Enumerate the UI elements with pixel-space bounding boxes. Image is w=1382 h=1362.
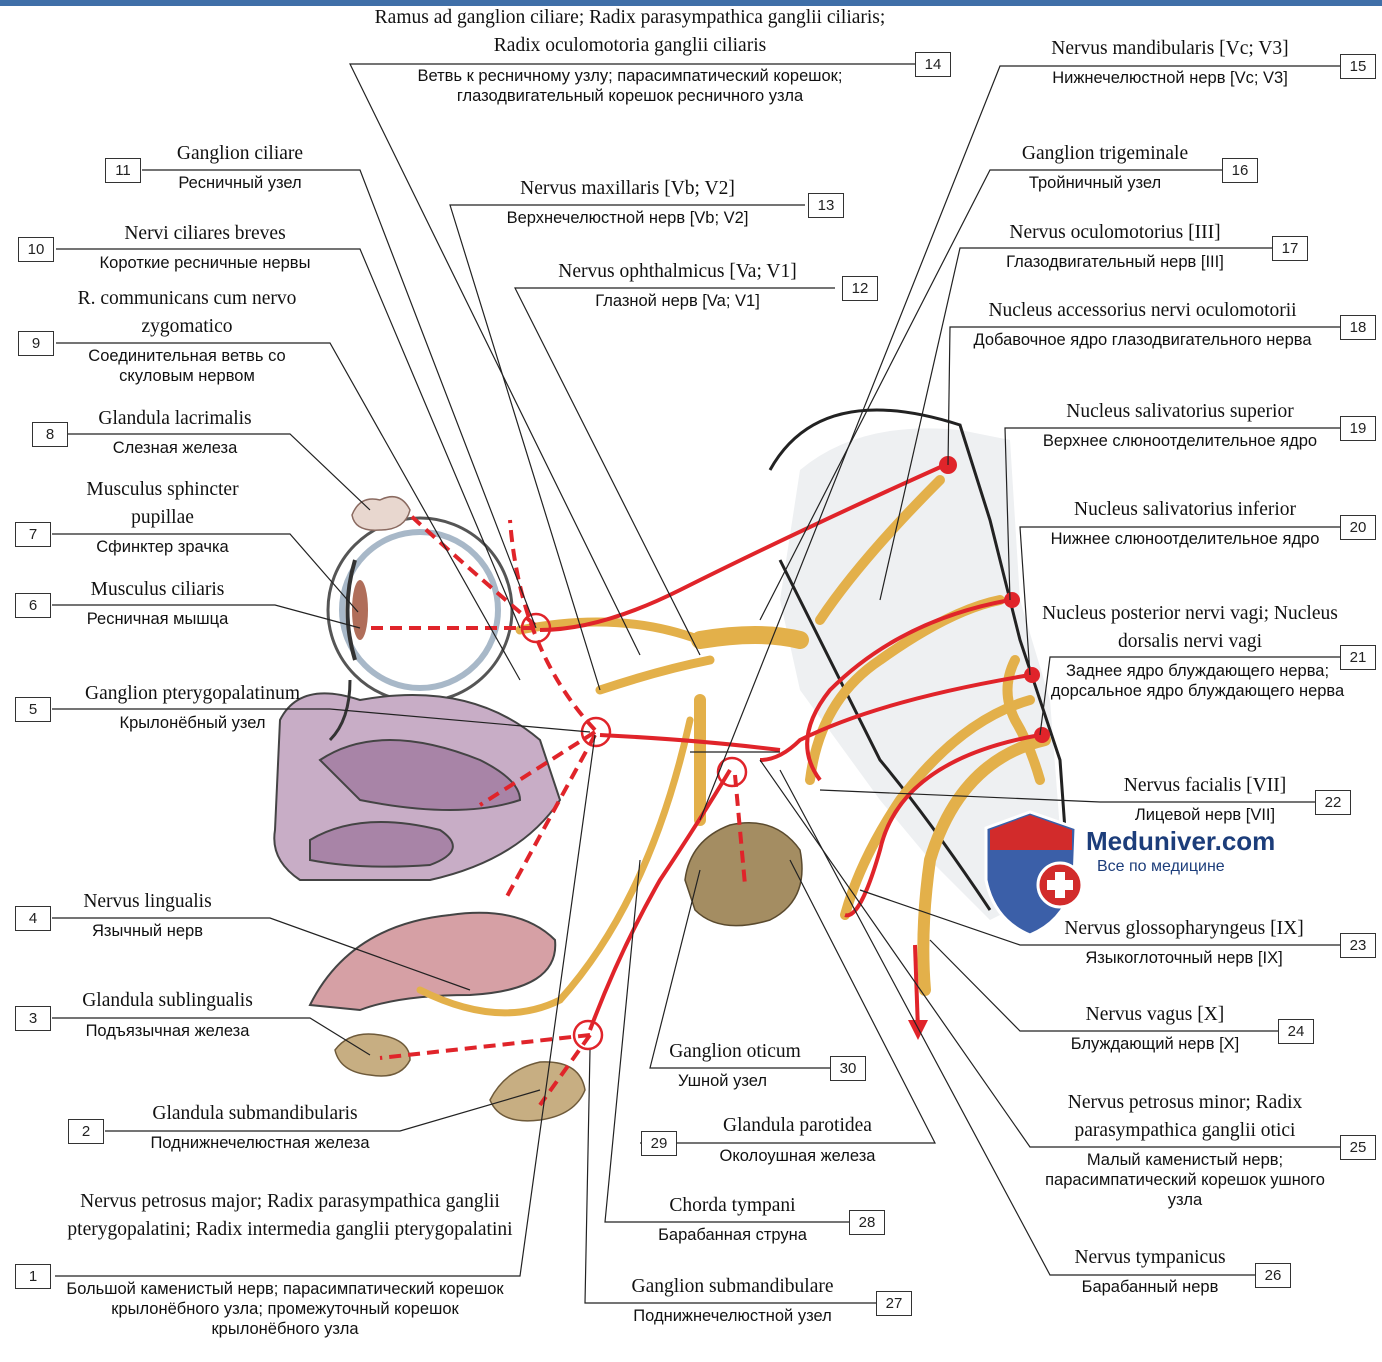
label-number-18: 18	[1340, 315, 1376, 340]
label-number-10: 10	[18, 237, 54, 262]
label-latin-6: Musculus ciliaris	[55, 576, 260, 604]
label-number-26: 26	[1255, 1263, 1291, 1288]
label-latin-20: Nucleus salivatorius inferior	[1030, 496, 1340, 524]
label-russian-16: Тройничный узел	[990, 173, 1200, 193]
label-number-29: 29	[641, 1131, 677, 1156]
label-number-17: 17	[1272, 236, 1308, 261]
label-russian-28: Барабанная струна	[620, 1225, 845, 1245]
label-latin-28: Chorda tympani	[620, 1192, 845, 1220]
label-latin-12: Nervus ophthalmicus [Va; V1]	[515, 258, 840, 286]
label-russian-25: Малый каменистый нерв; парасимпатический…	[1030, 1150, 1340, 1210]
label-latin-3: Glandula sublingualis	[55, 987, 280, 1015]
label-latin-18: Nucleus accessorius nervi oculomotorii	[945, 297, 1340, 325]
label-russian-3: Подъязычная железа	[55, 1021, 280, 1041]
label-latin-14: Ramus ad ganglion ciliare; Radix parasym…	[365, 4, 895, 60]
label-russian-29: Околоушная железа	[685, 1146, 910, 1166]
brand-name: Meduniver.com	[1086, 826, 1275, 857]
label-latin-27: Ganglion submandibulare	[595, 1273, 870, 1301]
label-russian-22: Лицевой нерв [VII]	[1095, 805, 1315, 825]
label-latin-2: Glandula submandibularis	[110, 1100, 400, 1128]
label-number-7: 7	[15, 522, 51, 547]
label-number-8: 8	[32, 422, 68, 447]
label-russian-19: Верхнее слюноотделительное ядро	[1020, 431, 1340, 451]
label-russian-8: Слезная железа	[75, 438, 275, 458]
label-latin-29: Glandula parotidea	[685, 1112, 910, 1140]
label-latin-11: Ganglion ciliare	[150, 140, 330, 168]
label-number-30: 30	[830, 1056, 866, 1081]
label-russian-13: Верхнечелюстной нерв [Vb; V2]	[450, 208, 805, 228]
label-russian-15: Нижнечелюстной нерв [Vc; V3]	[1000, 68, 1340, 88]
label-number-9: 9	[18, 331, 54, 356]
label-russian-2: Поднижнечелюстная железа	[110, 1133, 410, 1153]
label-latin-8: Glandula lacrimalis	[75, 405, 275, 433]
label-number-1: 1	[15, 1264, 51, 1289]
label-latin-13: Nervus maxillaris [Vb; V2]	[450, 175, 805, 203]
label-number-19: 19	[1340, 416, 1376, 441]
label-russian-4: Язычный нерв	[55, 921, 240, 941]
label-number-13: 13	[808, 193, 844, 218]
label-latin-21: Nucleus posterior nervi vagi; Nucleus do…	[1040, 600, 1340, 656]
label-number-28: 28	[849, 1210, 885, 1235]
label-russian-10: Короткие ресничные нервы	[60, 253, 350, 273]
label-number-16: 16	[1222, 158, 1258, 183]
label-latin-17: Nervus oculomotorius [III]	[960, 219, 1270, 247]
label-number-11: 11	[105, 158, 141, 183]
label-number-27: 27	[876, 1291, 912, 1316]
label-number-24: 24	[1278, 1019, 1314, 1044]
label-russian-9: Соединительная ветвь со скуловым нервом	[72, 346, 302, 386]
label-latin-19: Nucleus salivatorius superior	[1020, 398, 1340, 426]
label-latin-15: Nervus mandibularis [Vc; V3]	[1000, 35, 1340, 63]
label-russian-24: Блуждающий нерв [X]	[1035, 1034, 1275, 1054]
label-number-23: 23	[1340, 933, 1376, 958]
label-latin-24: Nervus vagus [X]	[1035, 1001, 1275, 1029]
label-latin-9: R. communicans cum nervo zygomatico	[72, 285, 302, 341]
label-russian-21: Заднее ядро блуждающего нерва; дорсально…	[1050, 661, 1345, 701]
label-latin-16: Ganglion trigeminale	[990, 140, 1220, 168]
label-russian-12: Глазной нерв [Va; V1]	[515, 291, 840, 311]
label-latin-22: Nervus facialis [VII]	[1095, 772, 1315, 800]
label-latin-26: Nervus tympanicus	[1050, 1244, 1250, 1272]
label-latin-1: Nervus petrosus major; Radix parasympath…	[60, 1188, 520, 1244]
label-russian-5: Крылонёбный узел	[55, 713, 330, 733]
label-russian-20: Нижнее слюноотделительное ядро	[1030, 529, 1340, 549]
label-latin-5: Ganglion pterygopalatinum	[55, 680, 330, 708]
label-number-12: 12	[842, 276, 878, 301]
label-number-20: 20	[1340, 515, 1376, 540]
label-russian-30: Ушной узел	[645, 1071, 800, 1091]
label-russian-11: Ресничный узел	[150, 173, 330, 193]
label-number-14: 14	[915, 52, 951, 77]
label-latin-4: Nervus lingualis	[55, 888, 240, 916]
label-russian-18: Добавочное ядро глазодвигательного нерва	[945, 330, 1340, 350]
label-latin-10: Nervi ciliares breves	[60, 220, 350, 248]
label-number-21: 21	[1340, 645, 1376, 670]
label-russian-14: Ветвь к ресничному узлу; парасимпатическ…	[345, 66, 915, 106]
label-number-2: 2	[68, 1119, 104, 1144]
label-latin-30: Ganglion oticum	[645, 1038, 825, 1066]
label-latin-7: Musculus sphincter pupillae	[60, 476, 265, 532]
label-number-6: 6	[15, 593, 51, 618]
label-latin-23: Nervus glossopharyngeus [IX]	[1030, 915, 1338, 943]
label-number-15: 15	[1340, 54, 1376, 79]
label-number-22: 22	[1315, 790, 1351, 815]
label-latin-25: Nervus petrosus minor; Radix parasympath…	[1030, 1089, 1340, 1145]
label-number-4: 4	[15, 906, 51, 931]
label-russian-26: Барабанный нерв	[1050, 1277, 1250, 1297]
label-number-5: 5	[15, 697, 51, 722]
label-russian-23: Языкоглоточный нерв [IX]	[1030, 948, 1338, 968]
label-number-3: 3	[15, 1006, 51, 1031]
label-russian-17: Глазодвигательный нерв [III]	[960, 252, 1270, 272]
label-russian-1: Большой каменистый нерв; парасимпатическ…	[60, 1279, 510, 1339]
label-russian-7: Сфинктер зрачка	[60, 537, 265, 557]
label-russian-6: Ресничная мышца	[55, 609, 260, 629]
brand-tagline: Все по медицине	[1097, 858, 1225, 876]
label-number-25: 25	[1340, 1135, 1376, 1160]
nasal-cavity	[274, 680, 560, 880]
label-russian-27: Поднижнечелюстной узел	[595, 1306, 870, 1326]
